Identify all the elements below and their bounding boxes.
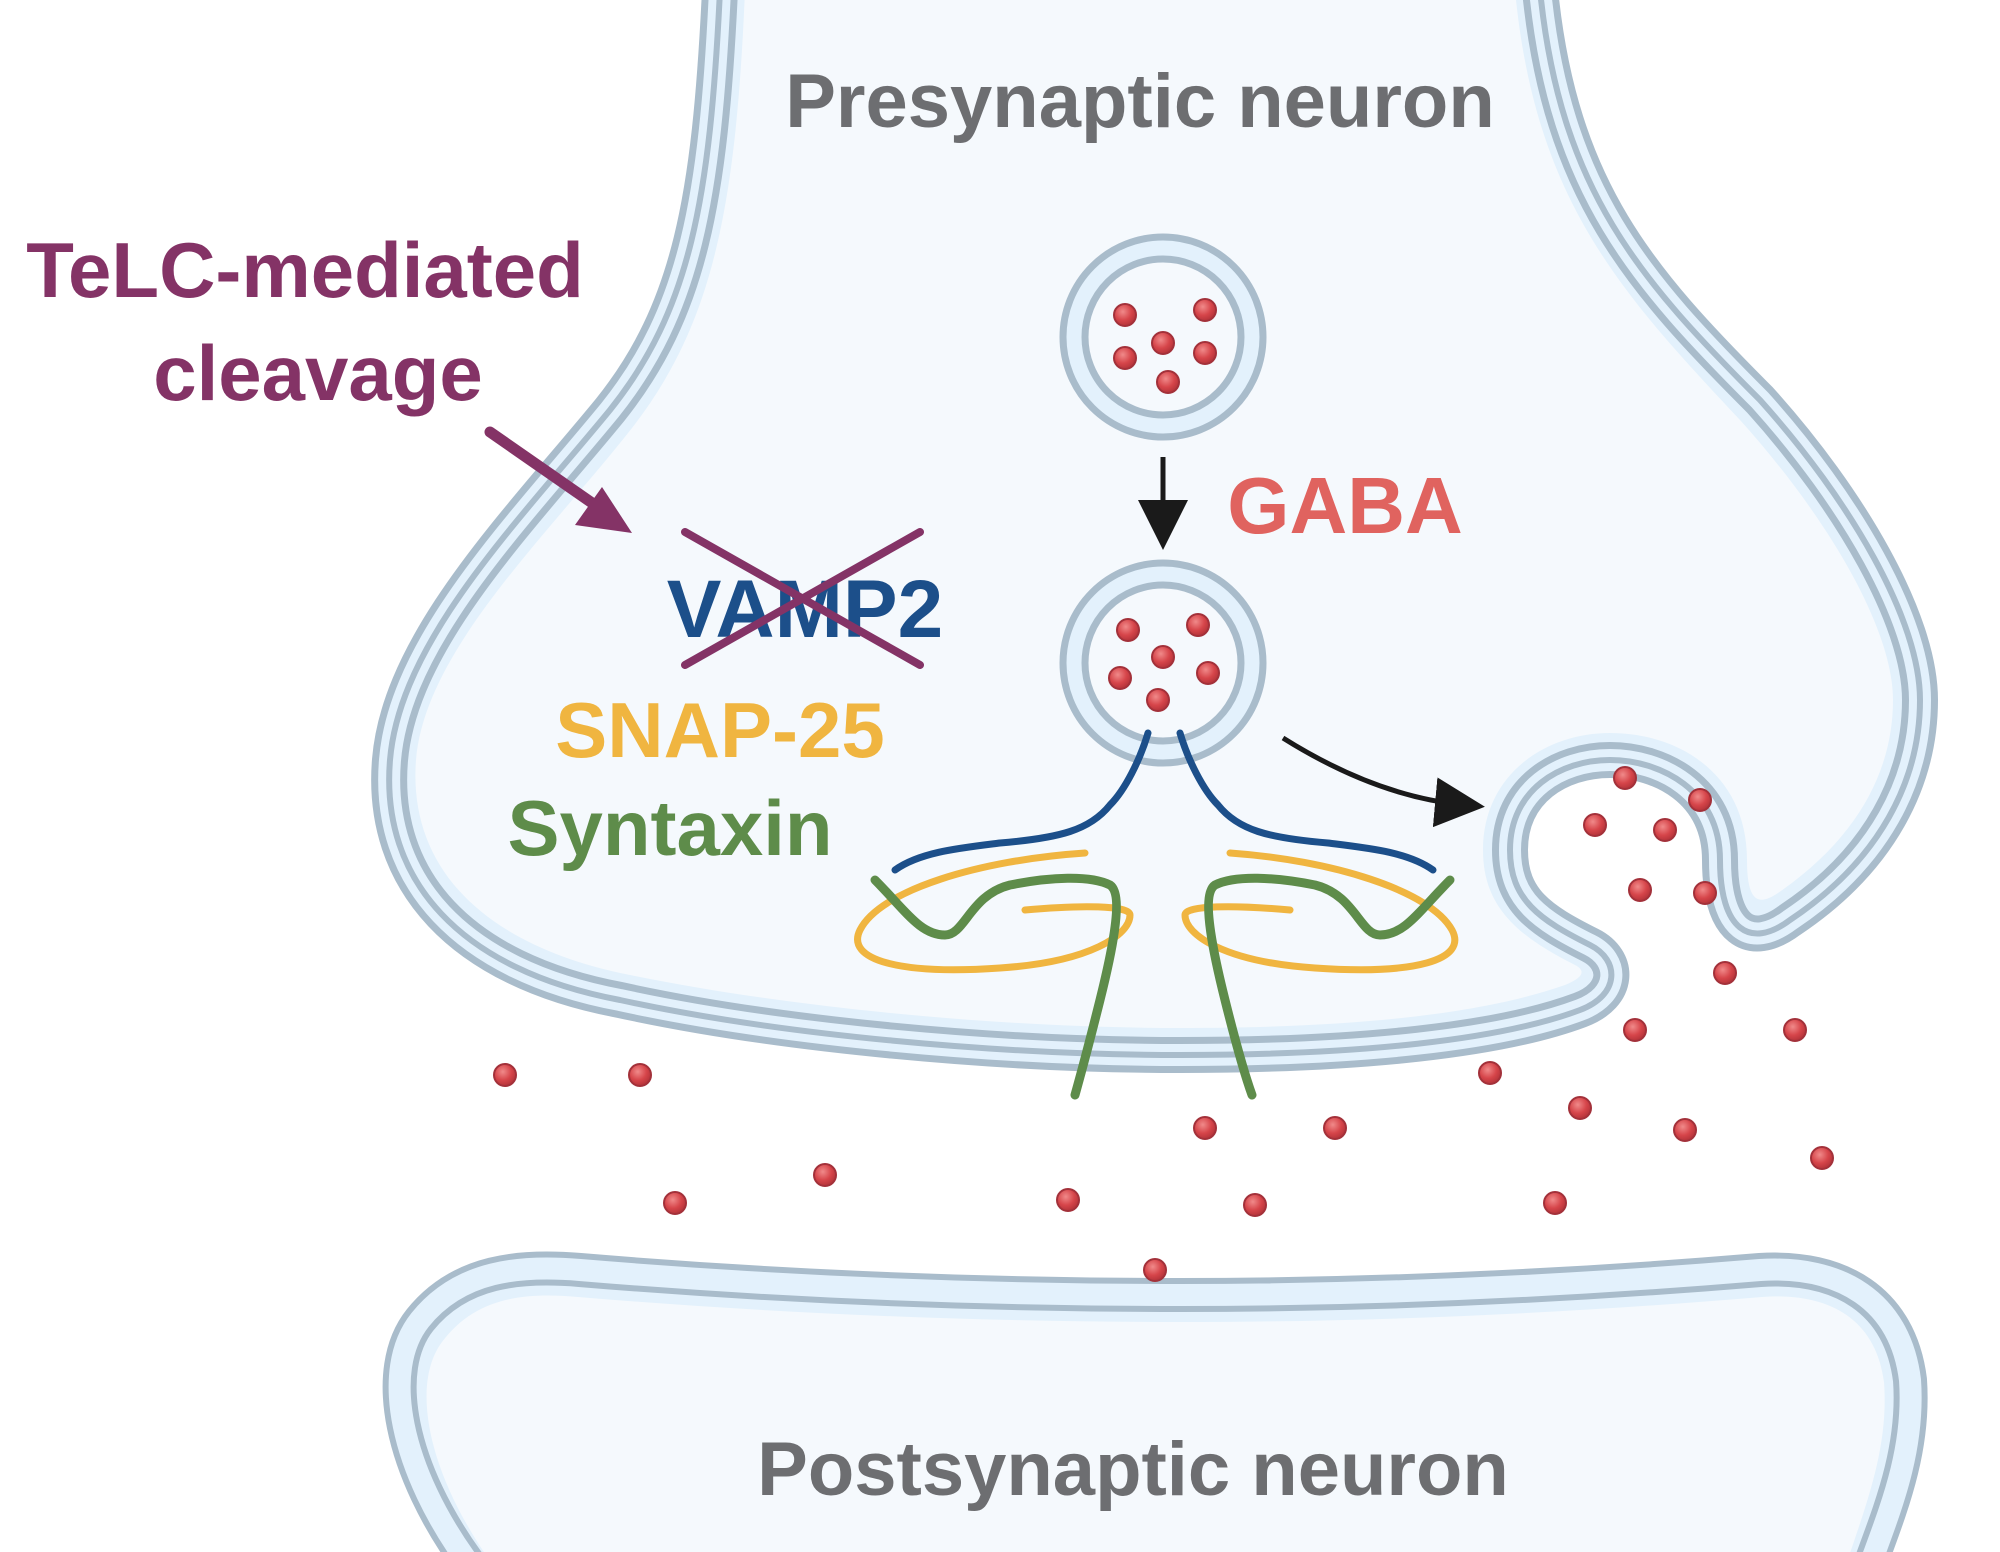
snap25-right — [1181, 849, 1459, 974]
telc-label-line1: TeLC-mediated — [26, 226, 584, 314]
gaba-molecule — [663, 1191, 687, 1215]
gaba-molecule — [1543, 1191, 1567, 1215]
gaba-molecule — [1108, 666, 1132, 690]
gaba-molecule — [1056, 1188, 1080, 1212]
gaba-molecule — [628, 1063, 652, 1087]
arrow-exocytosis — [1281, 735, 1485, 828]
gaba-molecule — [1323, 1116, 1347, 1140]
gaba-molecule — [1113, 346, 1137, 370]
gaba-molecule — [1568, 1096, 1592, 1120]
gaba-molecule — [1143, 1258, 1167, 1282]
gaba-molecules — [493, 298, 1834, 1282]
gaba-molecule — [1151, 645, 1175, 669]
vamp2-left — [891, 729, 1152, 874]
presynaptic-label: Presynaptic neuron — [785, 59, 1495, 144]
vamp2-cleaved-cross — [681, 528, 924, 669]
vamp2-label: VAMP2 — [667, 564, 943, 655]
gaba-molecule — [1146, 688, 1170, 712]
gaba-molecule — [1113, 303, 1137, 327]
gaba-molecule — [1116, 618, 1140, 642]
gaba-molecule — [1193, 298, 1217, 322]
gaba-molecule — [1688, 788, 1712, 812]
gaba-molecule — [493, 1063, 517, 1087]
gaba-molecule — [1653, 818, 1677, 842]
gaba-molecule — [1193, 1116, 1217, 1140]
gaba-molecule — [1478, 1061, 1502, 1085]
telc-arrow — [484, 426, 632, 533]
gaba-molecule — [1693, 881, 1717, 905]
gaba-molecule — [1156, 370, 1180, 394]
gaba-molecule — [1151, 331, 1175, 355]
syntaxin-right — [1204, 873, 1455, 1100]
gaba-molecule — [1623, 1018, 1647, 1042]
snare-complex — [854, 729, 1459, 1100]
gaba-molecule — [1193, 341, 1217, 365]
gaba-label: GABA — [1227, 461, 1463, 550]
gaba-molecule — [1673, 1118, 1697, 1142]
snap25-label: SNAP-25 — [555, 686, 884, 774]
telc-label-line2: cleavage — [153, 329, 483, 417]
gaba-molecule — [1613, 766, 1637, 790]
syntaxin-label: Syntaxin — [507, 784, 832, 872]
gaba-molecule — [1783, 1018, 1807, 1042]
gaba-molecule — [1196, 661, 1220, 685]
gaba-molecule — [1628, 878, 1652, 902]
syntaxin-left — [870, 873, 1121, 1100]
gaba-molecule — [1810, 1146, 1834, 1170]
gaba-molecule — [813, 1163, 837, 1187]
gaba-molecule — [1583, 813, 1607, 837]
gaba-molecule — [1243, 1193, 1267, 1217]
vamp2-right — [1176, 729, 1437, 874]
gaba-molecule — [1186, 613, 1210, 637]
snap25-left — [854, 849, 1134, 974]
gaba-molecule — [1713, 961, 1737, 985]
postsynaptic-label: Postsynaptic neuron — [757, 1427, 1509, 1512]
postsynaptic-membrane — [382, 1251, 1928, 1552]
